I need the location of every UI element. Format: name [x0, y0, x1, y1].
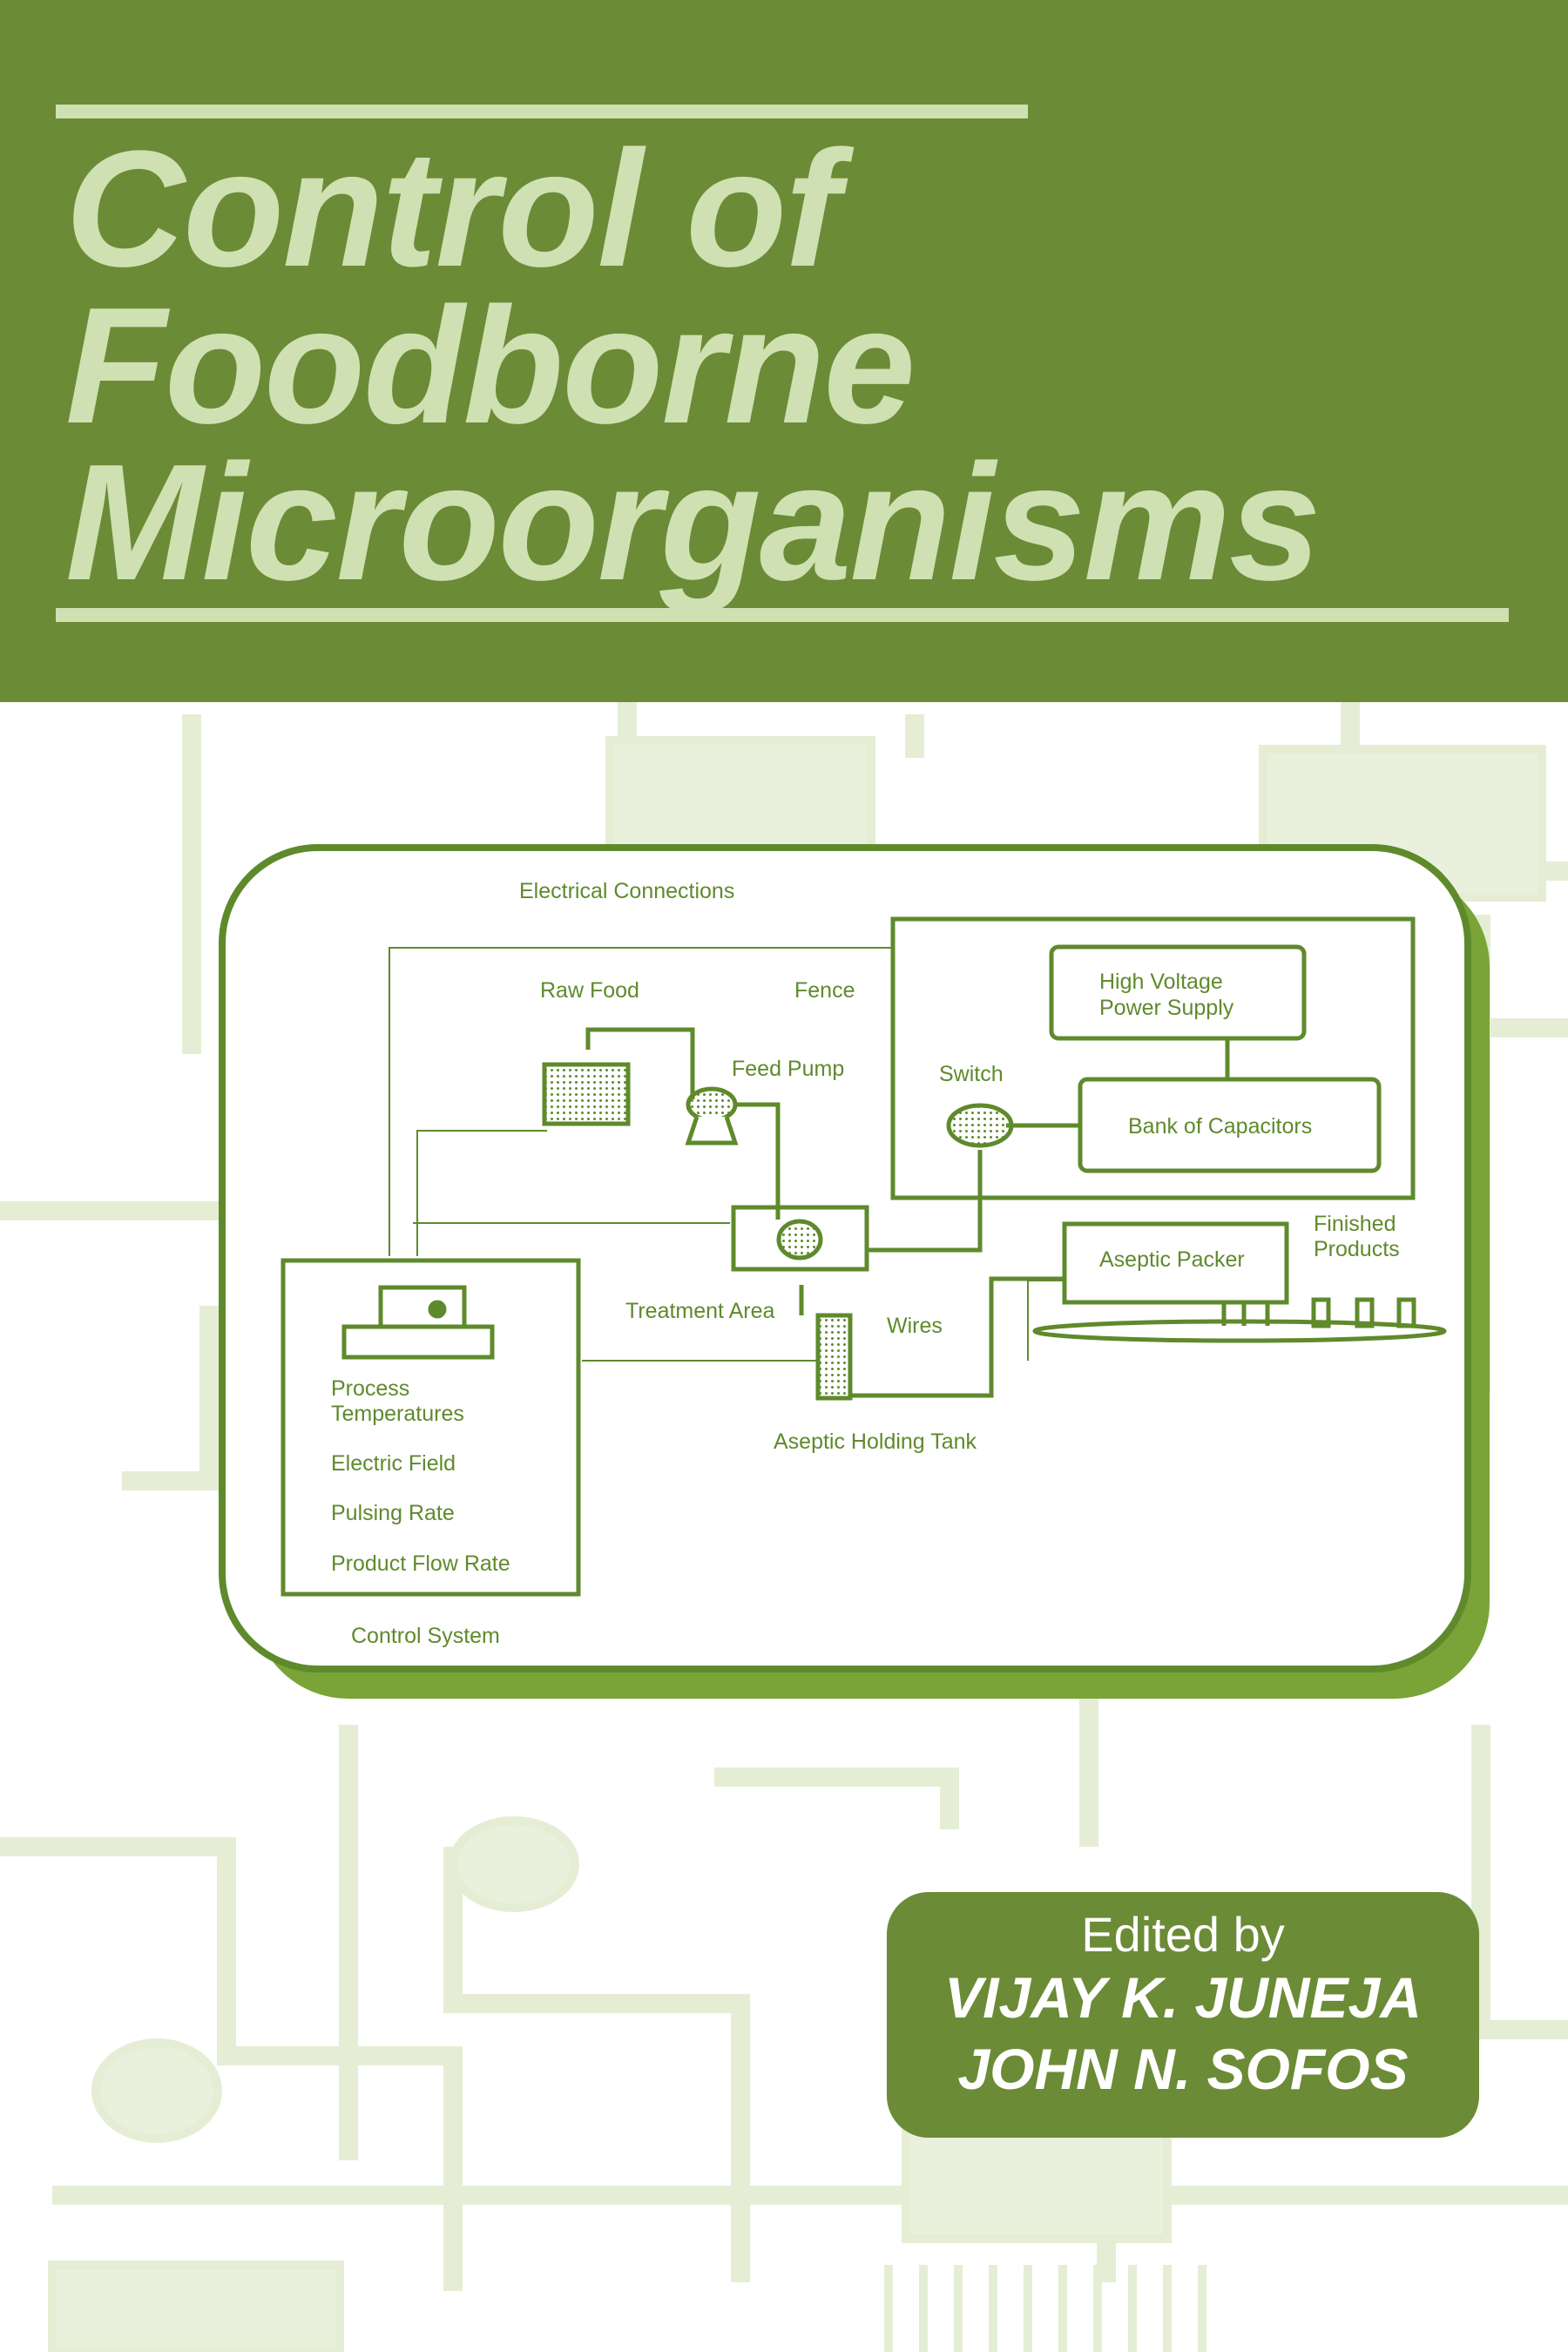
conveyor-belt — [1032, 1319, 1447, 1343]
aseptic-holding-tank — [815, 1313, 853, 1401]
treatment-area-box — [731, 1205, 869, 1272]
title-line-1: Control of — [65, 117, 841, 301]
label-process: Process — [331, 1376, 409, 1401]
editor-name-2: JOHN N. SOFOS — [957, 2037, 1409, 2102]
label-temperatures: Temperatures — [331, 1402, 464, 1426]
feed-pump-icon — [686, 1086, 738, 1123]
diagram-card — [219, 844, 1471, 1673]
label-electrical-connections: Electrical Connections — [519, 879, 734, 903]
title-line-3: Microorganisms — [65, 430, 1321, 615]
control-panel-knob — [428, 1300, 447, 1319]
label-aseptic-holding-tank: Aseptic Holding Tank — [774, 1429, 977, 1454]
editors-box: Edited by VIJAY K. JUNEJA JOHN N. SOFOS — [887, 1892, 1479, 2138]
label-pulsing-rate: Pulsing Rate — [331, 1501, 455, 1525]
label-power-supply: Power Supply — [1099, 996, 1234, 1020]
top-rule — [56, 105, 1028, 118]
control-panel-display — [378, 1285, 467, 1329]
label-fence: Fence — [794, 978, 855, 1003]
fence-enclosure — [890, 916, 1416, 1200]
switch-icon — [946, 1103, 1014, 1148]
label-products: Products — [1314, 1237, 1400, 1261]
label-switch: Switch — [939, 1062, 1004, 1086]
label-raw-food: Raw Food — [540, 978, 639, 1003]
label-electric-field: Electric Field — [331, 1451, 456, 1476]
label-bank-of-capacitors: Bank of Capacitors — [1128, 1114, 1312, 1139]
label-product-flow-rate: Product Flow Rate — [331, 1551, 510, 1576]
label-finished: Finished — [1314, 1212, 1396, 1236]
treatment-chamber-icon — [776, 1219, 823, 1260]
label-high-voltage: High Voltage — [1099, 970, 1223, 994]
label-aseptic-packer: Aseptic Packer — [1099, 1247, 1245, 1272]
label-treatment-area: Treatment Area — [625, 1299, 774, 1323]
label-control-system: Control System — [351, 1624, 500, 1648]
aseptic-packer-box — [1062, 1221, 1289, 1305]
label-wires: Wires — [887, 1314, 943, 1338]
editor-name-1: VIJAY K. JUNEJA — [944, 1964, 1422, 2030]
title-line-2: Foodborne — [65, 274, 916, 458]
high-voltage-power-supply-box — [1049, 944, 1307, 1041]
bottom-rule — [56, 608, 1509, 622]
edited-by-label: Edited by — [1081, 1907, 1285, 1962]
label-feed-pump: Feed Pump — [732, 1057, 844, 1081]
raw-food-tank — [542, 1062, 631, 1126]
control-system-box — [280, 1258, 581, 1597]
